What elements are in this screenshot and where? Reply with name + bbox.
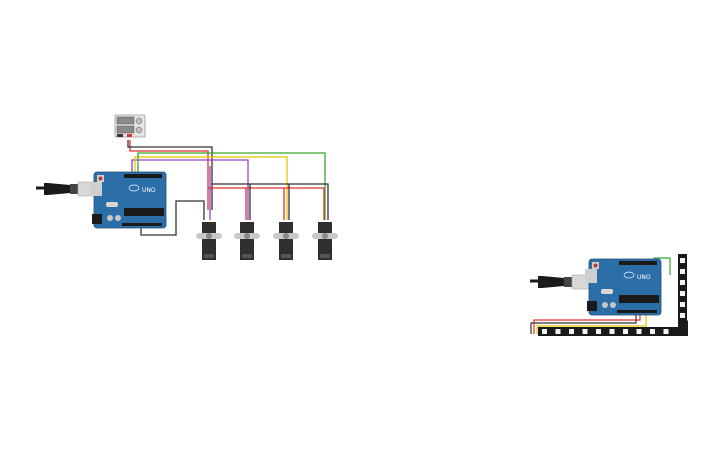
wire-power-black[interactable]: [127, 140, 213, 210]
wire-strip-yellow[interactable]: [536, 315, 647, 334]
led-pixel: [569, 329, 574, 334]
led-pixel: [582, 329, 588, 334]
led-pixel: [650, 329, 655, 334]
wire-ground-black[interactable]: [140, 200, 205, 236]
power-supply[interactable]: [114, 114, 146, 138]
led-pixel: [663, 329, 669, 334]
wire-power-red[interactable]: [129, 140, 209, 210]
wire-strip-black[interactable]: [530, 315, 637, 334]
arduino-board-left[interactable]: UNO: [90, 171, 167, 229]
led-pixel: [623, 329, 628, 334]
led-pixel: [596, 329, 601, 334]
wire-strip-red[interactable]: [533, 315, 641, 334]
led-pixel: [555, 329, 561, 334]
led-pixel: [636, 329, 642, 334]
usb-cable-right[interactable]: [530, 274, 593, 290]
left-wires: [127, 140, 329, 236]
servo-3[interactable]: [273, 222, 299, 260]
servo-1[interactable]: [196, 222, 222, 260]
wire-signal-green[interactable]: [137, 152, 326, 220]
board-label-left: UNO: [142, 187, 156, 194]
board-label-right: UNO: [637, 274, 651, 281]
led-strip[interactable]: [538, 254, 688, 336]
servo-4[interactable]: [312, 222, 338, 260]
led-pixel: [680, 258, 685, 263]
led-pixel: [609, 329, 615, 334]
led-pixel: [680, 313, 685, 318]
wire-power-bus-black[interactable]: [212, 183, 329, 220]
led-pixel: [680, 269, 685, 274]
led-pixel: [542, 329, 547, 334]
servo-2[interactable]: [234, 222, 260, 260]
wire-power-bus-red[interactable]: [208, 187, 325, 220]
led-pixels: [542, 258, 685, 334]
right-wires: [530, 257, 671, 334]
usb-cable-left[interactable]: [36, 181, 99, 197]
led-pixel: [680, 280, 685, 285]
wire-signal-purple[interactable]: [131, 159, 249, 220]
led-pixel: [680, 302, 685, 307]
led-pixel: [680, 291, 685, 296]
arduino-board-right[interactable]: UNO: [585, 258, 662, 316]
